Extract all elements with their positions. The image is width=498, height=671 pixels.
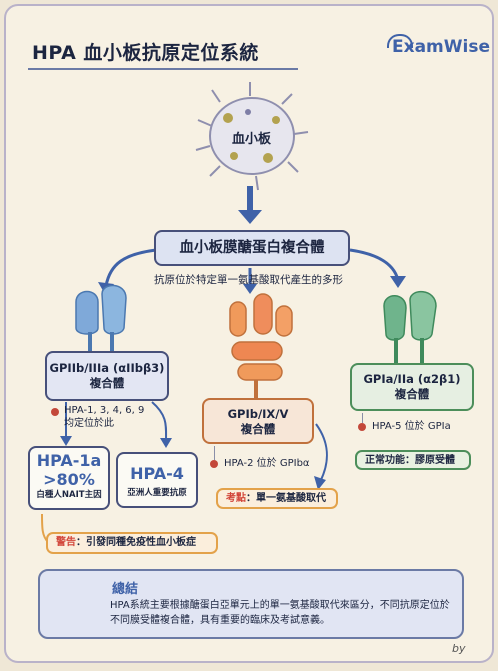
infographic-page: HPA 血小板抗原定位系統 ExamWise [4,4,494,663]
gpib-receptor-icon [229,293,293,398]
summary-title: 總結 [112,582,139,597]
gpiib-detail-2: 均定位於此 [64,418,114,429]
gpiib-subtitle: 複合體 [89,376,125,390]
exam-point-pill: 考點：單一氨基酸取代 [216,488,338,509]
page-title: HPA 血小板抗原定位系統 [32,42,259,64]
title-underline [28,68,298,70]
hpa-1a-value: >80% [43,470,95,489]
hpa-1a-card: HPA-1a >80% 白種人NAIT主因 [28,446,110,510]
summary-body: HPA系統主要根據醣蛋白亞單元上的單一氨基酸取代來區分，不同抗原定位於不同膜受體… [110,600,450,626]
gpia-connector [362,413,363,423]
gpia-complex-box: GPIa/IIa (α2β1) 複合體 [350,363,474,411]
gpia-detail: HPA-5 位於 GPIa [372,421,451,432]
gpia-subtitle: 複合體 [394,387,430,401]
warning-text: ：引發同種免疫性血小板症 [76,537,196,548]
gpia-title: GPIa/IIa (α2β1) [363,372,461,386]
warning-label: 警告 [56,537,76,548]
signature: by [452,642,466,655]
main-complex-note: 抗原位於特定單一氨基酸取代產生的多形 [154,274,343,286]
gpia-receptor-icon [383,291,437,364]
gpiib-title: GPIIb/IIIa (αIIbβ3) [49,361,165,375]
gpiib-receptor-icon [75,284,127,352]
bullet-dot-icon [358,423,366,431]
platelet-label: 血小板 [232,132,272,147]
hpa-4-card: HPA-4 亞洲人重要抗原 [116,452,198,508]
warning-pill: 警告：引發同種免疫性血小板症 [46,532,218,554]
hpa-4-title: HPA-4 [130,464,184,483]
gpib-subtitle: 複合體 [240,422,276,436]
bullet-dot-icon [51,408,59,416]
exam-point-text: ：單一氨基酸取代 [246,493,326,504]
hpa-1a-note: 白種人NAIT主因 [36,490,102,500]
gpib-complex-box: GPIb/IX/V 複合體 [202,398,314,444]
hpa-4-note: 亞洲人重要抗原 [127,488,187,498]
platelet-cell-icon [195,82,309,191]
function-pill: 正常功能：膠原受體 [355,450,471,470]
summary-box [38,569,464,639]
gpiib-complex-box: GPIIb/IIIa (αIIbβ3) 複合體 [45,351,169,401]
bullet-dot-icon [210,460,218,468]
diagram-illustration [41,82,437,627]
brand-logo-icon [387,34,413,48]
gpib-title: GPIb/IX/V [227,407,289,421]
exam-point-label: 考點 [226,493,246,504]
gpib-connector [214,446,215,460]
main-complex-box: 血小板膜醣蛋白複合體 [154,230,350,266]
gpiib-detail-1: HPA-1, 3, 4, 6, 9 [64,405,145,416]
gpib-detail: HPA-2 位於 GPIbα [224,458,310,469]
brand-logo: ExamWise [392,37,490,57]
hpa-1a-title: HPA-1a [36,451,102,470]
